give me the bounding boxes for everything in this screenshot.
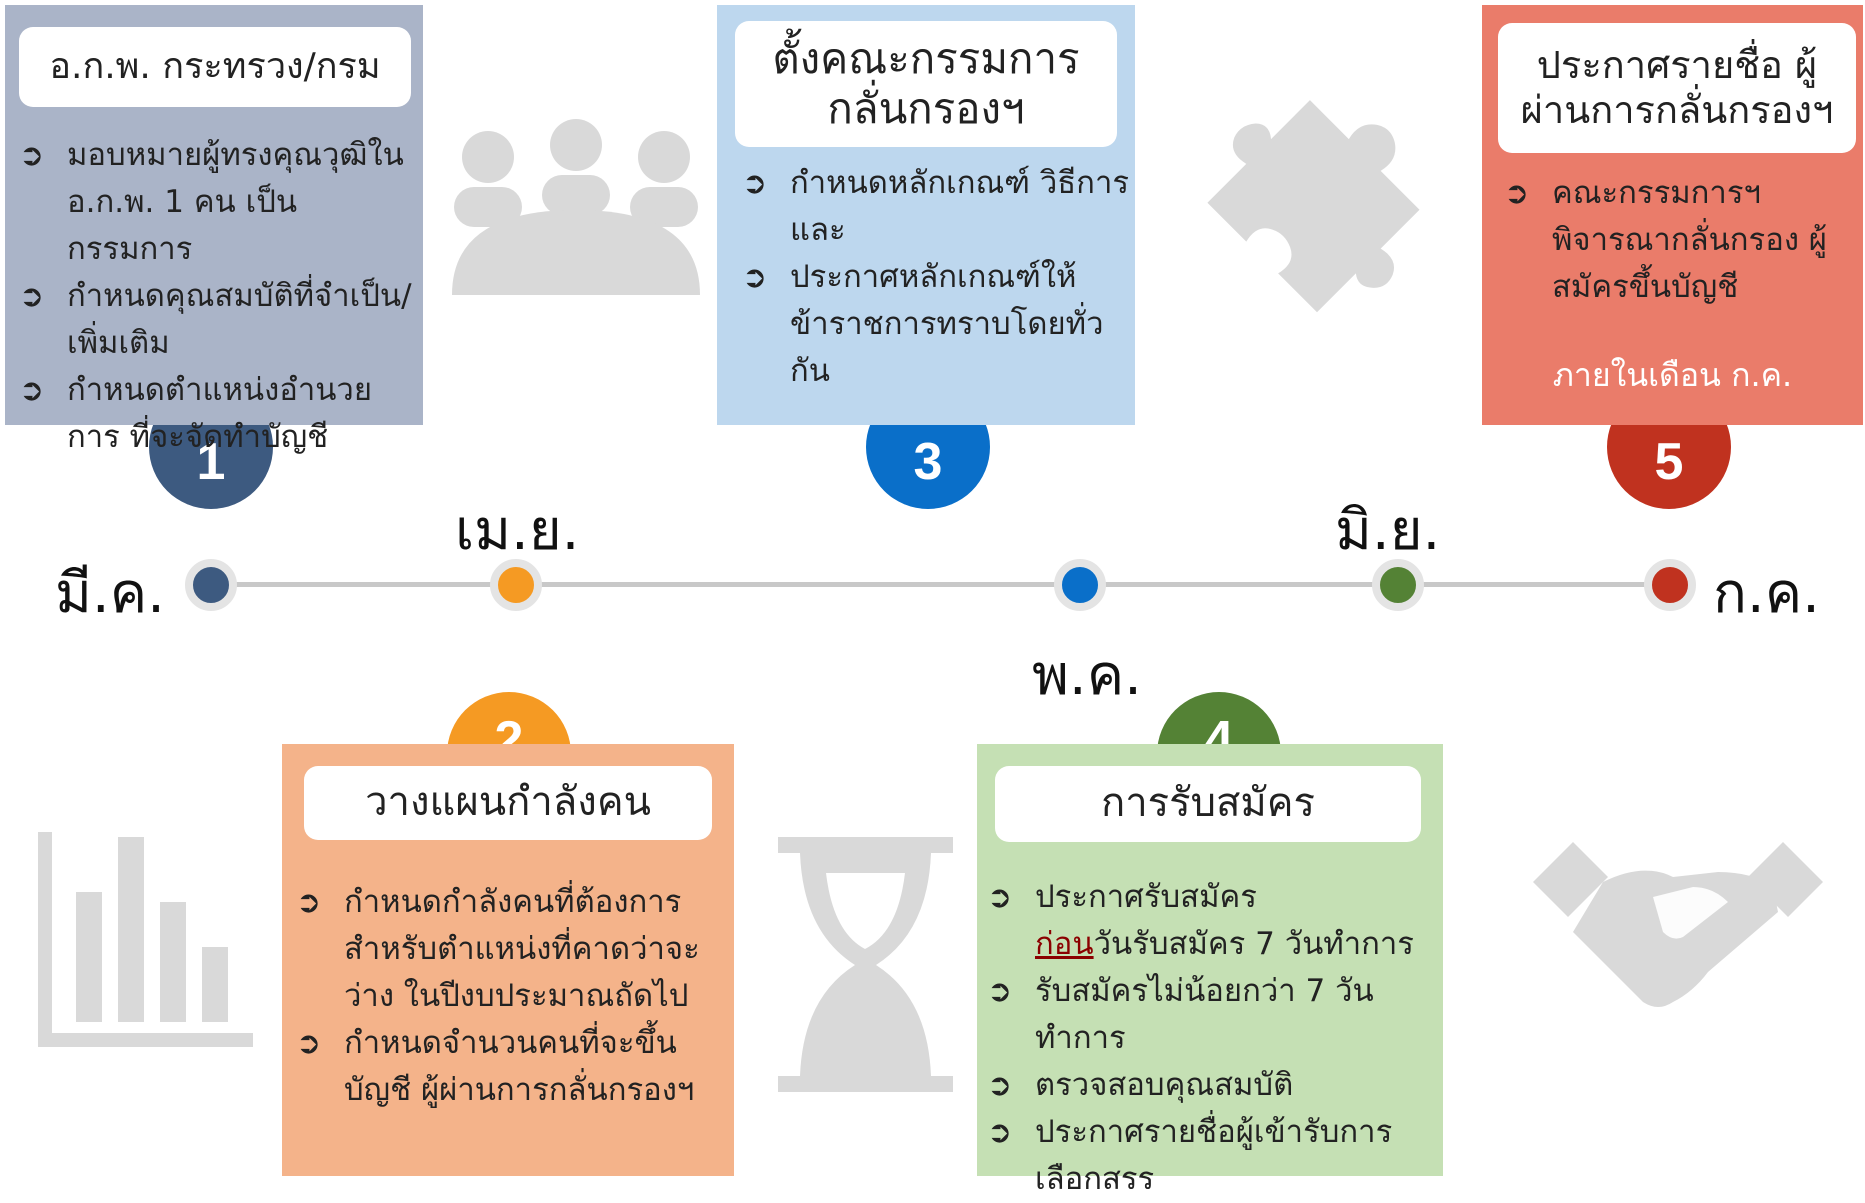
step-4-bullet-1-rest: วันรับสมัคร 7 วันทำการ [1093, 926, 1414, 962]
handshake-icon [1533, 842, 1823, 1007]
step-5-number: 5 [1654, 433, 1684, 491]
step-3-bullet-1: กำหนดหลักเกณฑ์ วิธีการ และ [742, 160, 1132, 254]
step-4-bullet-4: ประกาศรายชื่อผู้เข้ารับการ เลือกสรร [987, 1109, 1437, 1203]
timeline-dot-may [1054, 559, 1106, 611]
step-2-bullet-1: กำหนดกำลังคนที่ต้องการ สำหรับตำแหน่งที่ค… [296, 879, 726, 1020]
month-label-may: พ.ค. [1032, 643, 1142, 708]
step-2-bullets: กำหนดกำลังคนที่ต้องการ สำหรับตำแหน่งที่ค… [296, 879, 726, 1114]
month-label-jul: ก.ค. [1713, 561, 1820, 626]
step-2-title: วางแผนกำลังคน [304, 766, 712, 840]
step-4-bullets: ประกาศรับสมัคร ก่อนวันรับสมัคร 7 วันทำกา… [987, 874, 1437, 1203]
step-1-bullet-2: กำหนดคุณสมบัติที่จำเป็น/ เพิ่มเติม [19, 273, 419, 367]
month-label-jun: มิ.ย. [1335, 498, 1441, 563]
timeline-dot-jul [1644, 559, 1696, 611]
timeline-line [205, 582, 1670, 587]
step-2-card: วางแผนกำลังคน กำหนดกำลังคนที่ต้องการ สำห… [282, 744, 734, 1176]
step-3-bullets: กำหนดหลักเกณฑ์ วิธีการ และ ประกาศหลักเกณ… [742, 160, 1132, 395]
step-1-bullets: มอบหมายผู้ทรงคุณวุฒิใน อ.ก.พ. 1 คน เป็นก… [19, 132, 419, 461]
timeline-dot-jun [1372, 559, 1424, 611]
timeline-dot-mar [185, 559, 237, 611]
step-5-deadline-note: ภายในเดือน ก.ค. [1552, 356, 1793, 394]
month-label-apr: เม.ย. [455, 498, 580, 563]
meeting-icon [452, 119, 700, 295]
step-5-bullets: คณะกรรมการฯ พิจารณากลั่นกรอง ผู้สมัครขึ้… [1504, 170, 1844, 311]
bar-chart-icon [38, 832, 253, 1047]
step-5-card: ประกาศรายชื่อ ผู้ผ่านการกลั่นกรองฯ คณะกร… [1482, 5, 1863, 425]
step-2-bullet-2: กำหนดจำนวนคนที่จะขึ้นบัญชี ผู้ผ่านการกลั… [296, 1020, 726, 1114]
step-4-bullet-1: ประกาศรับสมัคร ก่อนวันรับสมัคร 7 วันทำกา… [987, 874, 1437, 968]
step-3-bullet-2: ประกาศหลักเกณฑ์ให้ ข้าราชการทราบโดยทั่วก… [742, 254, 1132, 395]
step-3-card: ตั้งคณะกรรมการ กลั่นกรองฯ กำหนดหลักเกณฑ์… [717, 5, 1135, 425]
step-5-bullet-1: คณะกรรมการฯ พิจารณากลั่นกรอง ผู้สมัครขึ้… [1504, 170, 1844, 311]
month-label-mar: มี.ค. [55, 561, 165, 626]
step-4-card: การรับสมัคร ประกาศรับสมัคร ก่อนวันรับสมั… [977, 744, 1443, 1197]
step-1-bullet-1: มอบหมายผู้ทรงคุณวุฒิใน อ.ก.พ. 1 คน เป็นก… [19, 132, 419, 273]
step-4-bullet-1-text: ประกาศรับสมัคร [1035, 879, 1257, 915]
hourglass-icon [778, 837, 953, 1092]
puzzle-icon [1207, 100, 1420, 313]
step-3-title: ตั้งคณะกรรมการ กลั่นกรองฯ [735, 21, 1117, 147]
step-1-title: อ.ก.พ. กระทรวง/กรม [19, 27, 411, 107]
step-4-bullet-3: ตรวจสอบคุณสมบัติ [987, 1062, 1437, 1109]
step-1-bullet-3: กำหนดตำแหน่งอำนวยการ ที่จะจัดทำบัญชี [19, 367, 419, 461]
step-1-card: อ.ก.พ. กระทรวง/กรม มอบหมายผู้ทรงคุณวุฒิใ… [5, 5, 423, 455]
step-4-title: การรับสมัคร [995, 766, 1421, 842]
step-5-title: ประกาศรายชื่อ ผู้ผ่านการกลั่นกรองฯ [1498, 23, 1856, 153]
step-4-bullet-1-emph: ก่อน [1035, 926, 1094, 962]
step-4-bullet-2: รับสมัครไม่น้อยกว่า 7 วันทำการ [987, 968, 1437, 1062]
step-3-number: 3 [913, 433, 943, 491]
timeline-dot-apr [490, 559, 542, 611]
